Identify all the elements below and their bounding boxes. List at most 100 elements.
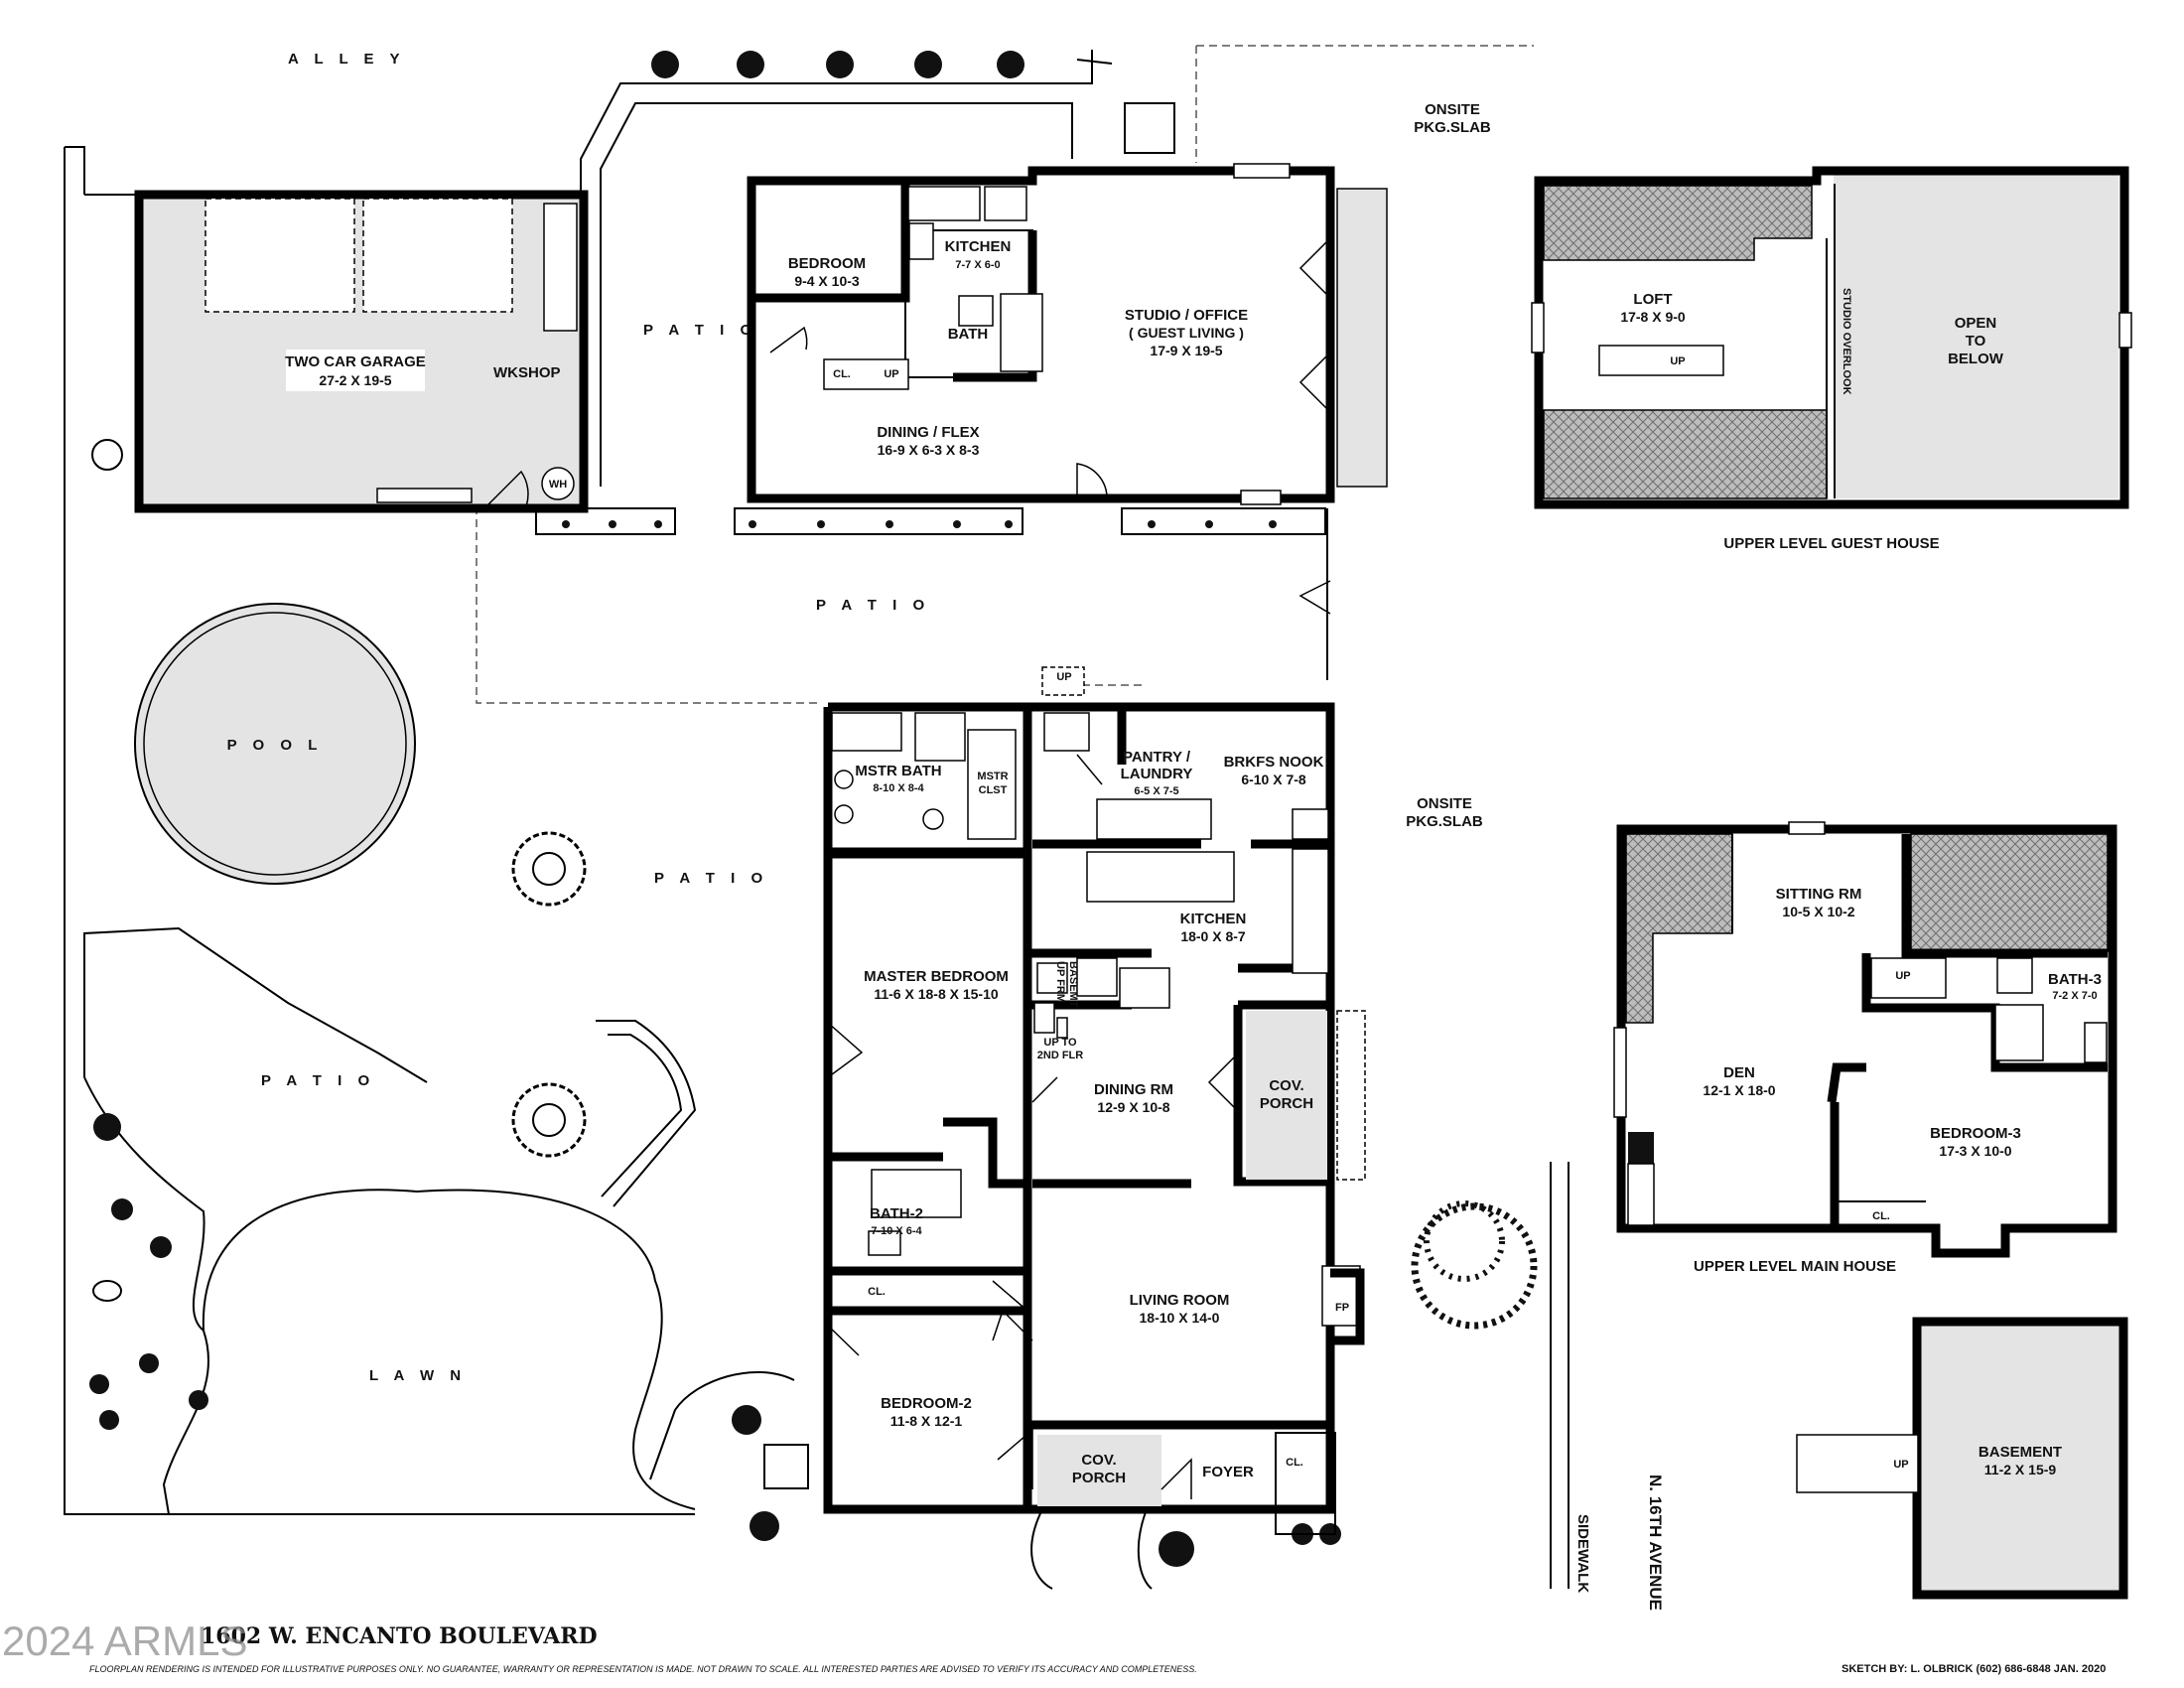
living-room-label: LIVING ROOM <box>1130 1292 1230 1309</box>
basement-label: BASEMENT <box>1979 1444 2062 1461</box>
basement-dim: 11-2 X 15-9 <box>1984 1462 2057 1477</box>
watermark: 2024 ARMLS <box>2 1618 248 1664</box>
sketch-credit: SKETCH BY: L. OLBRICK (602) 686-6848 JAN… <box>1842 1663 2106 1675</box>
pantry-label-1: PANTRY / <box>1123 749 1191 766</box>
studio-dim: 17-9 X 19-5 <box>1150 343 1222 358</box>
street-label: N. 16TH AVENUE <box>1646 1475 1665 1611</box>
living-room-dim: 18-10 X 14-0 <box>1140 1310 1220 1326</box>
gh-closet-label: CL. <box>833 368 851 380</box>
onsite-label-1b: PKG.SLAB <box>1414 119 1491 136</box>
onsite-label-1a: ONSITE <box>1425 101 1480 118</box>
onsite-label-2a: ONSITE <box>1417 795 1472 812</box>
rear-step-up-label: UP <box>1056 671 1071 683</box>
open-below-label-3: BELOW <box>1948 351 2004 367</box>
front-porch-label-1: COV. <box>1081 1452 1116 1469</box>
fireplace-label: FP <box>1335 1302 1349 1314</box>
kitchen-label: KITCHEN <box>1180 911 1247 927</box>
foyer-label: FOYER <box>1202 1464 1254 1480</box>
upper-main-house: SITTING RM 10-5 X 10-2 UP BATH-3 7-2 X 7… <box>1613 821 2117 1275</box>
garage-dim: 27-2 X 19-5 <box>319 372 391 388</box>
bath3-dim: 7-2 X 7-0 <box>2052 990 2097 1002</box>
dining-flex-label: DINING / FLEX <box>877 424 979 441</box>
loft-label: LOFT <box>1633 291 1672 308</box>
gh-up-label: UP <box>884 368 898 380</box>
up-from-basement-2: BASEMT <box>1067 961 1079 1008</box>
side-porch-label-2: PORCH <box>1260 1095 1313 1112</box>
open-below-label-2: TO <box>1966 333 1986 350</box>
pantry-label-2: LAUNDRY <box>1121 766 1193 782</box>
breakfast-nook-label: BRKFS NOOK <box>1224 754 1324 771</box>
water-heater-label: WH <box>549 479 567 491</box>
main-house: MSTR BATH 8-10 X 8-4 MSTR CLST PANTRY / … <box>823 580 1366 1514</box>
hall-closet-label: CL. <box>868 1286 886 1298</box>
master-closet-label-2: CLST <box>979 784 1008 796</box>
site-labels: A L L E Y P A T I O P A T I O P A T I O … <box>261 51 1665 1611</box>
gh-bath-label: BATH <box>948 326 989 343</box>
loft-dim: 17-8 X 9-0 <box>1620 309 1686 325</box>
open-below-label-1: OPEN <box>1955 315 1997 332</box>
bedroom3-label: BEDROOM-3 <box>1930 1125 2021 1142</box>
bedroom3-closet-label: CL. <box>1872 1210 1890 1222</box>
footer: 1602 W. ENCANTO BOULEVARD 2024 ARMLS FLO… <box>2 1618 2106 1675</box>
den-label: DEN <box>1723 1064 1755 1081</box>
garage-label: TWO CAR GARAGE <box>285 353 426 370</box>
foyer-closet-label: CL. <box>1286 1457 1303 1469</box>
upper-main-up-label: UP <box>1895 970 1910 982</box>
guest-house: BEDROOM 9-4 X 10-3 KITCHEN 7-7 X 6-0 BAT… <box>747 163 1388 505</box>
gh-bedroom-label: BEDROOM <box>788 255 866 272</box>
address-title: 1602 W. ENCANTO BOULEVARD <box>201 1623 598 1649</box>
basement: UP BASEMENT 11-2 X 15-9 <box>1796 1317 2128 1600</box>
den-dim: 12-1 X 18-0 <box>1703 1082 1775 1098</box>
up-from-basement-1: UP FRM <box>1054 961 1066 1003</box>
gh-kitchen-dim: 7-7 X 6-0 <box>955 259 1000 271</box>
workshop-label: WKSHOP <box>493 364 561 381</box>
studio-overlook-label: STUDIO OVERLOOK <box>1841 288 1852 395</box>
onsite-label-2b: PKG.SLAB <box>1406 813 1483 830</box>
basement-up-label: UP <box>1893 1459 1908 1471</box>
master-bedroom-label: MASTER BEDROOM <box>864 968 1009 985</box>
upper-main-title: UPPER LEVEL MAIN HOUSE <box>1694 1258 1896 1275</box>
master-bedroom-dim: 11-6 X 18-8 X 15-10 <box>874 986 999 1002</box>
master-bath-dim: 8-10 X 8-4 <box>873 782 924 794</box>
bath2-dim: 7-10 X 6-4 <box>871 1225 922 1237</box>
breakfast-nook-dim: 6-10 X 7-8 <box>1241 772 1306 787</box>
loft-up-label: UP <box>1670 355 1685 367</box>
patio-label-2: P A T I O <box>816 597 930 614</box>
bedroom2-label: BEDROOM-2 <box>881 1395 972 1412</box>
up-to-2nd-2: 2ND FLR <box>1037 1050 1084 1061</box>
gh-bedroom-dim: 9-4 X 10-3 <box>794 273 860 289</box>
sitting-room-dim: 10-5 X 10-2 <box>1782 904 1854 919</box>
studio-label: STUDIO / OFFICE <box>1125 307 1248 324</box>
master-closet-label-1: MSTR <box>977 771 1008 782</box>
upper-guest-title: UPPER LEVEL GUEST HOUSE <box>1723 535 1939 552</box>
sidewalk-label: SIDEWALK <box>1574 1514 1591 1593</box>
dining-room-dim: 12-9 X 10-8 <box>1097 1099 1169 1115</box>
dining-room-label: DINING RM <box>1094 1081 1173 1098</box>
up-to-2nd-1: UP TO <box>1043 1037 1077 1049</box>
kitchen-dim: 18-0 X 8-7 <box>1180 928 1246 944</box>
master-bath-label: MSTR BATH <box>855 763 941 779</box>
upper-guest-house: LOFT 17-8 X 9-0 UP OPEN TO BELOW STUDIO … <box>1531 166 2132 552</box>
sitting-room-label: SITTING RM <box>1776 886 1862 903</box>
side-porch-label-1: COV. <box>1269 1077 1303 1094</box>
patio-label-4: P A T I O <box>261 1072 375 1089</box>
patio-label-1: P A T I O <box>643 322 757 339</box>
bath2-label: BATH-2 <box>870 1205 923 1222</box>
front-porch-label-2: PORCH <box>1072 1470 1126 1486</box>
lawn-label: L A W N <box>369 1367 467 1384</box>
pantry-dim: 6-5 X 7-5 <box>1134 785 1178 797</box>
bath3-label: BATH-3 <box>2048 971 2102 988</box>
pool: P O O L <box>134 603 416 885</box>
dining-flex-dim: 16-9 X 6-3 X 8-3 <box>878 442 980 458</box>
studio-sub: ( GUEST LIVING ) <box>1129 325 1244 341</box>
alley-label: A L L E Y <box>288 51 405 68</box>
landscape <box>89 51 1538 1567</box>
bedroom3-dim: 17-3 X 10-0 <box>1939 1143 2011 1159</box>
gh-kitchen-label: KITCHEN <box>945 238 1012 255</box>
bedroom2-dim: 11-8 X 12-1 <box>890 1413 963 1429</box>
garage: WH TWO CAR GARAGE 27-2 X 19-5 WKSHOP <box>134 190 589 513</box>
patio-label-3: P A T I O <box>654 870 768 887</box>
pool-label: P O O L <box>227 737 324 754</box>
disclaimer: FLOORPLAN RENDERING IS INTENDED FOR ILLU… <box>89 1664 1197 1674</box>
